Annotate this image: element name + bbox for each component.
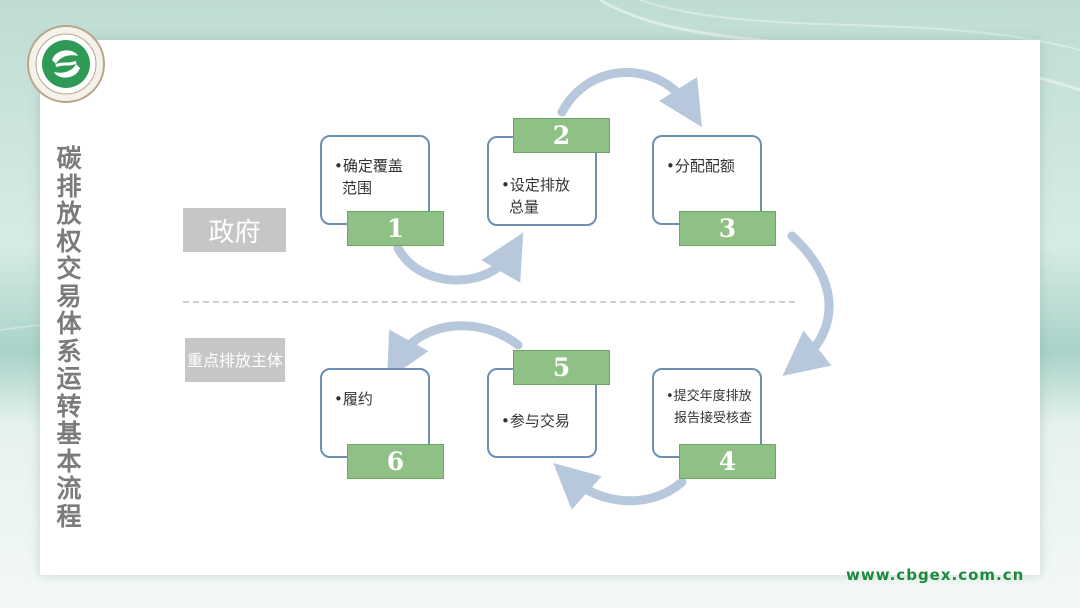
role-enterprise: 重点排放 主体: [185, 338, 285, 382]
step-4-box: •提交年度排放 报告接受核查: [652, 368, 762, 458]
step-4-number: 4: [679, 444, 776, 479]
step-5-number: 5: [513, 350, 610, 385]
step-3-number: 3: [679, 211, 776, 246]
step-1-text-line1: •确定覆盖: [334, 157, 403, 175]
step-3-text-line1: •分配配额: [666, 157, 735, 175]
role-enterprise-line1: 重点排放: [186, 350, 251, 370]
page-title: 碳排放权交易体系运转基本流程: [56, 144, 82, 531]
role-enterprise-line2: 主体: [251, 350, 284, 370]
website-url[interactable]: www.cbgex.com.cn: [846, 566, 1025, 584]
step-1-number: 1: [347, 211, 444, 246]
step-6-text-line1: •履约: [334, 390, 373, 408]
step-2-text-line2: 总量: [509, 198, 540, 216]
step-4-text-line1: •提交年度排放: [666, 389, 752, 404]
step-5-text-line1: •参与交易: [501, 412, 570, 430]
step-1-text-line2: 范围: [342, 179, 373, 197]
step-2-number: 2: [513, 118, 610, 153]
role-government: 政府: [183, 208, 286, 252]
step-1-box: •确定覆盖 范围: [320, 135, 430, 225]
divider-dashed: [183, 301, 795, 303]
step-6-number: 6: [347, 444, 444, 479]
exchange-logo-icon: [27, 25, 105, 103]
step-4-text-line2: 报告接受核查: [674, 411, 753, 426]
step-2-text-line1: •设定排放: [501, 176, 570, 194]
